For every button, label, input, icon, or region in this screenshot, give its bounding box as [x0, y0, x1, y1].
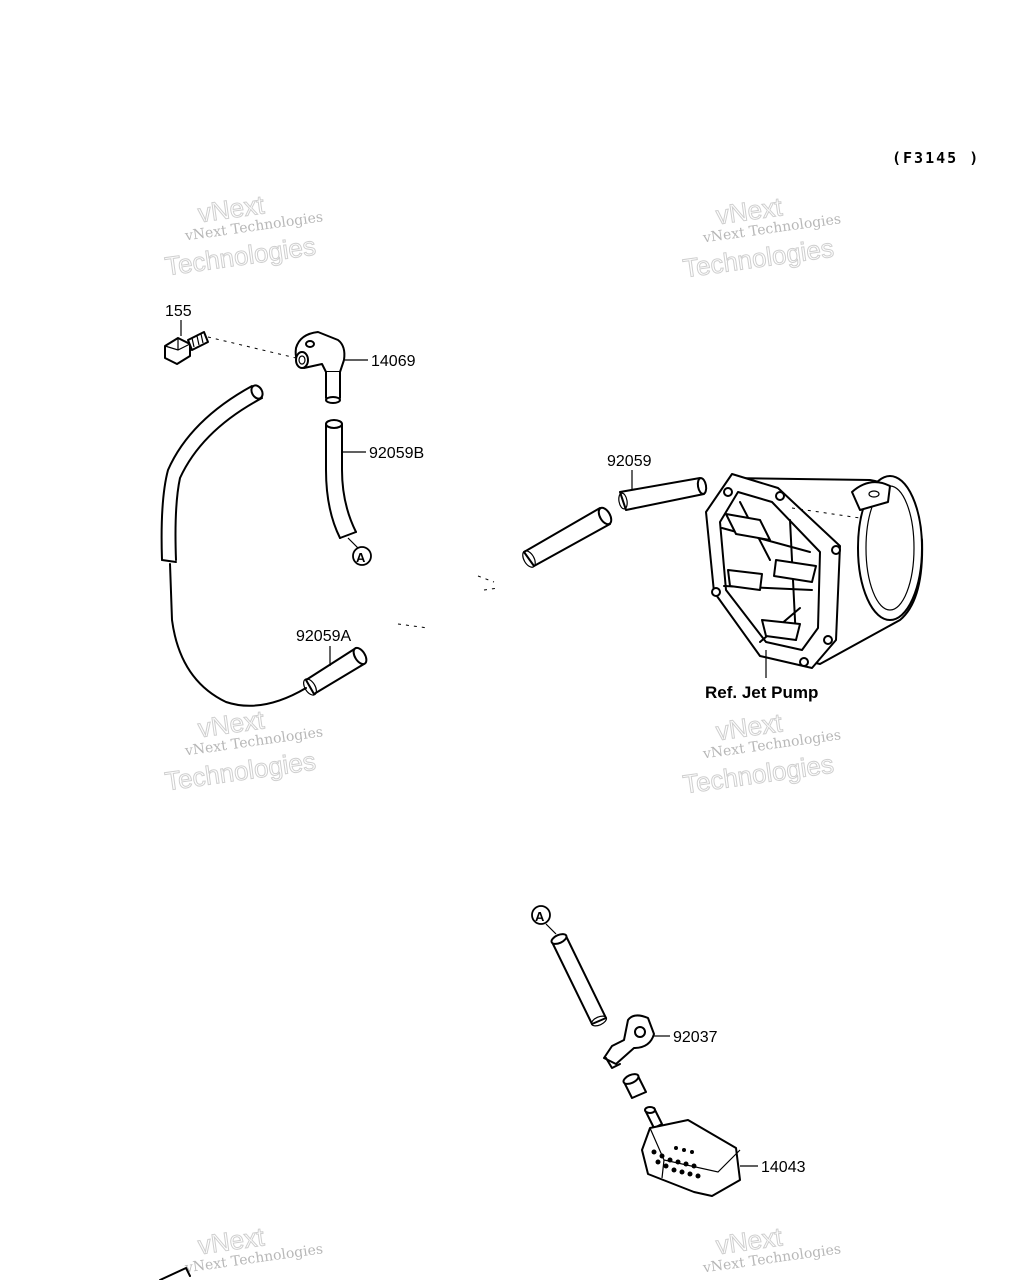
bolt-155-drawing	[164, 320, 297, 365]
hose-92059-drawing	[618, 470, 708, 511]
watermark-bottom-right: vNext vNext Technologies	[701, 1221, 842, 1277]
small-sleeve-drawing	[622, 1073, 647, 1099]
label-92059: 92059	[607, 453, 652, 470]
elbow-fitting-14069-drawing	[294, 331, 368, 404]
clamp-92037-drawing	[603, 1014, 670, 1069]
connector-marker-text: A	[356, 550, 366, 565]
lower-tube-drawing	[550, 933, 608, 1027]
middle-tube-drawing	[477, 506, 613, 591]
jet-pump-drawing	[705, 473, 924, 678]
edge-fragment	[159, 1267, 191, 1280]
label-92037: 92037	[673, 1029, 718, 1046]
long-hose-drawing	[160, 384, 307, 707]
connector-marker-a-top: A	[352, 546, 372, 566]
hose-92059a-drawing	[303, 623, 429, 696]
watermark-bottom-left: vNext vNext Technologies	[183, 1221, 324, 1277]
label-92059b: 92059B	[369, 445, 424, 462]
diagram-code: (F3145 )	[892, 149, 980, 167]
watermark-mid-right: vNext vNext Technologies Technologies	[681, 707, 842, 800]
label-ref-jet-pump: Ref. Jet Pump	[705, 683, 818, 702]
watermark-top-left: vNext vNext Technologies Technologies	[163, 189, 324, 282]
label-14043: 14043	[761, 1159, 806, 1176]
connector-marker-text: A	[535, 909, 545, 924]
hose-92059b-drawing	[325, 419, 366, 549]
label-14069: 14069	[371, 353, 416, 370]
watermark-mid-left: vNext vNext Technologies Technologies	[163, 704, 324, 797]
watermark-top-right: vNext vNext Technologies Technologies	[681, 191, 842, 284]
label-155: 155	[165, 303, 192, 320]
label-92059a: 92059A	[296, 628, 351, 645]
filter-14043-drawing	[641, 1106, 758, 1197]
connector-marker-a-bottom: A	[531, 905, 557, 935]
